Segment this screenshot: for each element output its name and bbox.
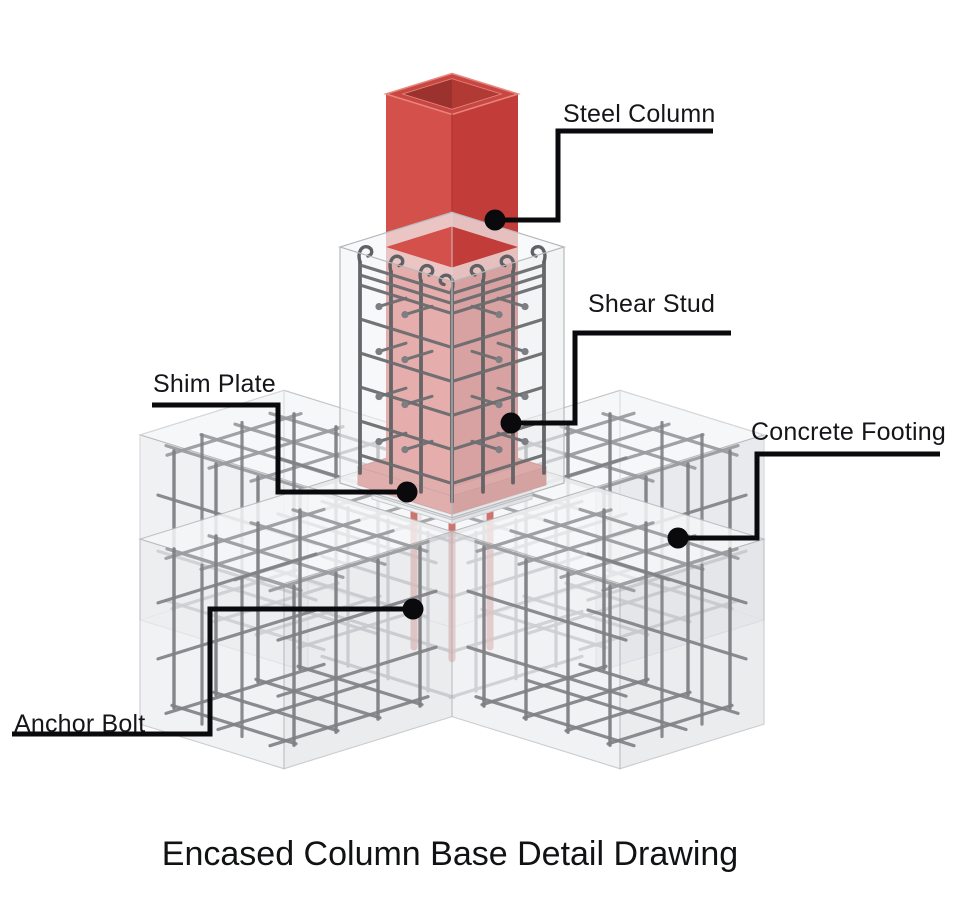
concrete-footing-arm-front-right [450, 486, 766, 770]
concrete-footing-label: Concrete Footing [751, 418, 946, 446]
shim-plate-label: Shim Plate [153, 370, 276, 398]
encasement-edges [337, 211, 567, 519]
leader-anchor-bolt-dot [402, 598, 424, 620]
leader-shear-stud-dot [500, 412, 522, 434]
leader-shim-plate [152, 402, 418, 503]
leader-concrete-footing [667, 451, 940, 549]
shear-studs [375, 296, 529, 454]
steel-column-label: Steel Column [563, 100, 716, 128]
leader-steel-column-dot [484, 209, 506, 231]
concrete-footing-arm-front-left [138, 486, 454, 770]
leader-concrete-footing-dot [667, 527, 689, 549]
leader-shear-stud [500, 330, 731, 434]
shear-stud-label: Shear Stud [588, 290, 716, 318]
leader-anchor-bolt [12, 598, 424, 737]
drawing-title: Encased Column Base Detail Drawing [161, 835, 739, 873]
anchor-bolt-label: Anchor Bolt [14, 710, 146, 738]
leader-shim-plate-dot [396, 481, 418, 503]
leader-steel-column [484, 128, 713, 231]
